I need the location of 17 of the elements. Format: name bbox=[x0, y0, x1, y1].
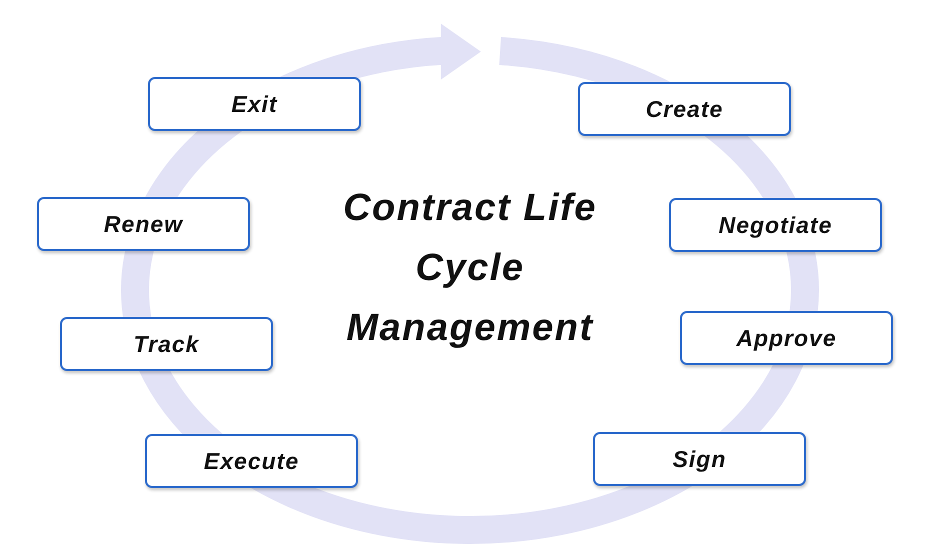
step-box bbox=[680, 311, 893, 365]
step-box bbox=[669, 198, 882, 252]
step-box bbox=[593, 432, 806, 486]
step-label: Negotiate bbox=[718, 212, 832, 238]
step-box bbox=[37, 197, 250, 251]
diagram-title: Contract Life Cycle Management bbox=[342, 186, 598, 351]
step-box bbox=[145, 434, 358, 488]
step-label: Renew bbox=[104, 210, 184, 238]
step-label: Sign bbox=[672, 446, 726, 472]
step-box bbox=[148, 77, 361, 131]
step-label: Execute bbox=[204, 448, 300, 474]
step-box bbox=[60, 317, 273, 371]
step-label: Track bbox=[134, 330, 200, 358]
step-label: Approve bbox=[736, 324, 837, 352]
step-box bbox=[578, 82, 791, 136]
step-label: Create bbox=[646, 96, 724, 122]
step-label: Exit bbox=[231, 90, 278, 118]
